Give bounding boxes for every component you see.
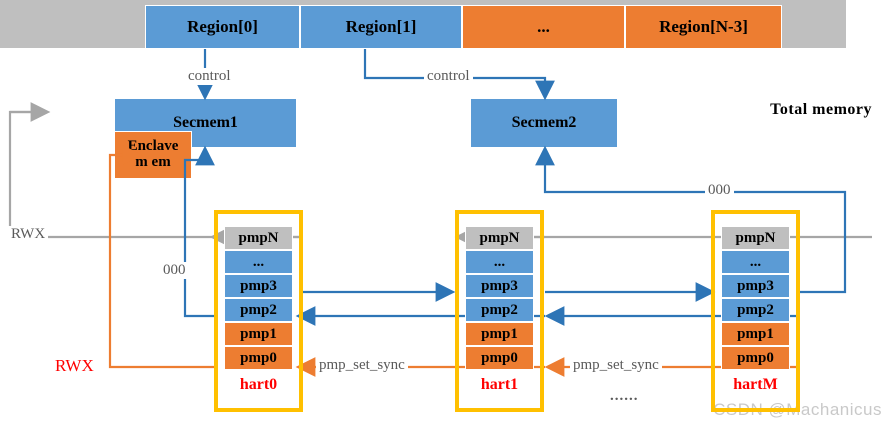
perm-000-left-label: 000: [160, 262, 189, 279]
pmp-entry-pmpN[interactable]: pmpN: [465, 226, 534, 250]
pmp-entry-pmp2[interactable]: pmp2: [465, 298, 534, 322]
hart-name-label: hart1: [480, 376, 519, 393]
region-label: Region[N-3]: [659, 17, 748, 36]
pmp-entry-pmpN[interactable]: pmpN: [224, 226, 293, 250]
pmp-entry-pmp3[interactable]: pmp3: [721, 274, 790, 298]
pmp-entry-pmp2[interactable]: pmp2: [721, 298, 790, 322]
enclave-label-line1: Enclave: [127, 138, 179, 155]
region-box-0[interactable]: Region[0]: [145, 5, 300, 49]
total-memory-label: Total memory: [770, 101, 872, 118]
perm-000-right-label: 000: [705, 182, 734, 199]
control-label-1: control: [185, 68, 234, 85]
enclave-mem-box[interactable]: Enclave m em: [114, 131, 192, 179]
pmp-entry-pmp1[interactable]: pmp1: [721, 322, 790, 346]
enclave-label-line2: m em: [135, 154, 171, 170]
hart-name-label: hartM: [733, 376, 778, 393]
pmp-entry-pmp1[interactable]: pmp1: [465, 322, 534, 346]
pmp-set-sync-label-1: pmp_set_sync: [316, 357, 408, 374]
pmp-entry-dotsdotsdots[interactable]: ...: [465, 250, 534, 274]
pmp-entry-dotsdotsdots[interactable]: ...: [224, 250, 293, 274]
secmem2-box[interactable]: Secmem2: [470, 98, 618, 148]
hart-name-label: hart0: [239, 376, 278, 393]
region-label: ...: [537, 17, 550, 36]
pmp-entry-pmp3[interactable]: pmp3: [224, 274, 293, 298]
pmp-entry-pmp0[interactable]: pmp0: [224, 346, 293, 370]
pmp-entry-pmp1[interactable]: pmp1: [224, 322, 293, 346]
region-label: Region[0]: [187, 17, 258, 36]
region-box-1[interactable]: Region[1]: [300, 5, 462, 49]
secmem2-label: Secmem2: [511, 114, 577, 131]
secmem1-label: Secmem1: [173, 114, 238, 131]
pmp-entry-pmp0[interactable]: pmp0: [721, 346, 790, 370]
pmp-set-sync-label-2: pmp_set_sync: [570, 357, 662, 374]
region-box-ellipsis[interactable]: ...: [462, 5, 625, 49]
pmp-entry-pmp2[interactable]: pmp2: [224, 298, 293, 322]
region-box-n3[interactable]: Region[N-3]: [625, 5, 782, 49]
rwx-red-label: RWX: [55, 356, 94, 375]
hart-ellipsis-label: ......: [610, 388, 639, 404]
pmp-entry-pmpN[interactable]: pmpN: [721, 226, 790, 250]
pmp-entry-dotsdotsdots[interactable]: ...: [721, 250, 790, 274]
region-label: Region[1]: [345, 17, 417, 36]
rwx-gray-label: RWX: [8, 226, 49, 243]
control-label-2: control: [424, 68, 473, 85]
pmp-entry-pmp0[interactable]: pmp0: [465, 346, 534, 370]
pmp-entry-pmp3[interactable]: pmp3: [465, 274, 534, 298]
